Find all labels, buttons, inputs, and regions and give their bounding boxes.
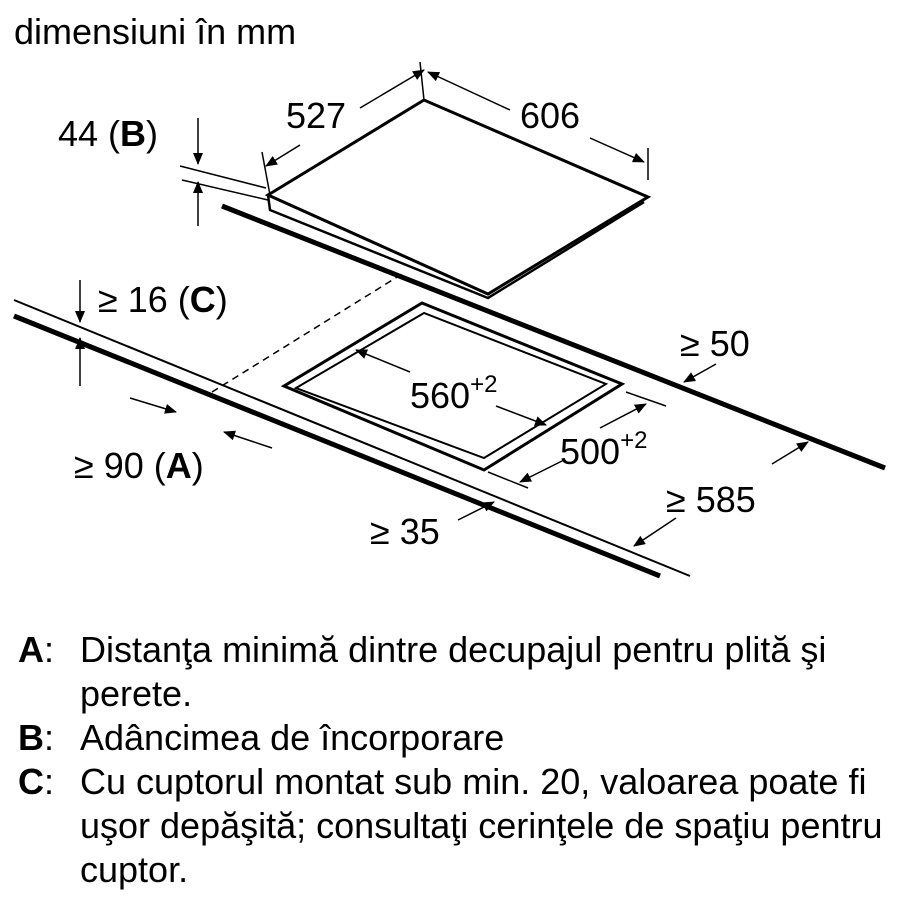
units-title: dimensiuni în mm [14, 11, 297, 52]
dim-560-label: 560+2 [410, 371, 497, 416]
projection-line [211, 273, 403, 393]
dim-16-value: ≥ 16 ( [98, 279, 190, 320]
dim-560-arrow-a [355, 349, 411, 373]
legend: A: Distanţa minimă dintre decupajul pent… [18, 628, 888, 892]
dim-44-close: ) [146, 113, 158, 154]
dim-35-label: ≥ 35 [370, 511, 440, 552]
legend-key-b: B: [18, 717, 55, 758]
dim-90-label: ≥ 90 (A) [74, 445, 204, 486]
dim-16-letter: C [190, 279, 216, 320]
legend-key-c-letter: C [18, 761, 44, 802]
dimension-lines [75, 61, 809, 547]
legend-key-b-letter: B [18, 717, 44, 758]
dim-606-label: 606 [520, 95, 580, 136]
legend-key-c: C: [18, 761, 55, 802]
legend-item-a: A: Distanţa minimă dintre decupajul pent… [18, 628, 888, 716]
dim-16-close: ) [216, 279, 228, 320]
dim-606-arrow-a [427, 71, 511, 111]
dim-90-arrow-b [223, 430, 273, 449]
dim-527-arrow-b [265, 144, 301, 167]
ext-line-b-bottom [181, 179, 269, 201]
dim-585-arrow-a [771, 441, 809, 465]
dim-500-label: 500+2 [560, 427, 647, 472]
dim-44-letter: B [120, 113, 146, 154]
legend-text-c: Cu cuptorul montat sub min. 20, valoarea… [80, 761, 883, 890]
cutout-outer [280, 301, 626, 472]
legend-item-b: B: Adâncimea de încorporare [18, 716, 888, 760]
legend-key-a: A: [18, 629, 55, 670]
dim-90-close: ) [192, 445, 204, 486]
legend-key-a-letter: A [18, 629, 44, 670]
cooktop-glass [264, 98, 652, 296]
ext-line-b-top [179, 165, 267, 189]
worktop-front-edge [13, 313, 661, 579]
dim-585-label: ≥ 585 [666, 479, 756, 520]
dim-50-label: ≥ 50 [680, 323, 750, 364]
dimension-labels: 527 606 44 (B) ≥ 16 (C) ≥ 50 560+2 500+2… [58, 95, 756, 552]
dim-500-arrow-a [599, 403, 647, 429]
dim-500-arrow-b [519, 459, 565, 483]
dim-560-sup: +2 [470, 371, 497, 398]
cutout-inner [293, 311, 609, 460]
worktop-front-edge-top [13, 299, 691, 577]
legend-item-c: C: Cu cuptorul montat sub min. 20, valoa… [18, 760, 888, 892]
cutout [280, 301, 626, 472]
ext-line-500-b [487, 471, 529, 489]
dim-35-arrow [457, 501, 495, 521]
dim-560-base: 560 [410, 375, 470, 416]
dim-527-arrow-a [359, 69, 425, 109]
ext-line-500-a [625, 391, 667, 407]
dim-50-arrow [683, 363, 717, 383]
cooktop [264, 98, 652, 300]
dim-90-value: ≥ 90 ( [74, 445, 166, 486]
dim-90-letter: A [166, 445, 192, 486]
worktop [13, 203, 886, 579]
installation-diagram: 527 606 44 (B) ≥ 16 (C) ≥ 50 560+2 500+2… [13, 61, 886, 579]
dim-606-arrow-b [589, 137, 645, 163]
dim-90-arrow-a [129, 397, 177, 414]
dim-500-sup: +2 [620, 427, 647, 454]
dim-500-base: 500 [560, 431, 620, 472]
legend-text-a: Distanţa minimă dintre decupajul pentru … [80, 629, 827, 714]
dim-44-label: 44 (B) [58, 113, 158, 154]
legend-text-b: Adâncimea de încorporare [80, 717, 505, 758]
dim-527-label: 527 [286, 95, 346, 136]
dim-560-arrow-b [495, 405, 547, 426]
dim-16-label: ≥ 16 (C) [98, 279, 228, 320]
ext-line-top-left [261, 151, 271, 196]
cooktop-side [266, 194, 645, 300]
dim-585-arrow-b [633, 517, 677, 547]
dim-44-value: 44 ( [58, 113, 120, 154]
ext-line-top [419, 61, 425, 101]
worktop-back-edge [221, 203, 886, 471]
